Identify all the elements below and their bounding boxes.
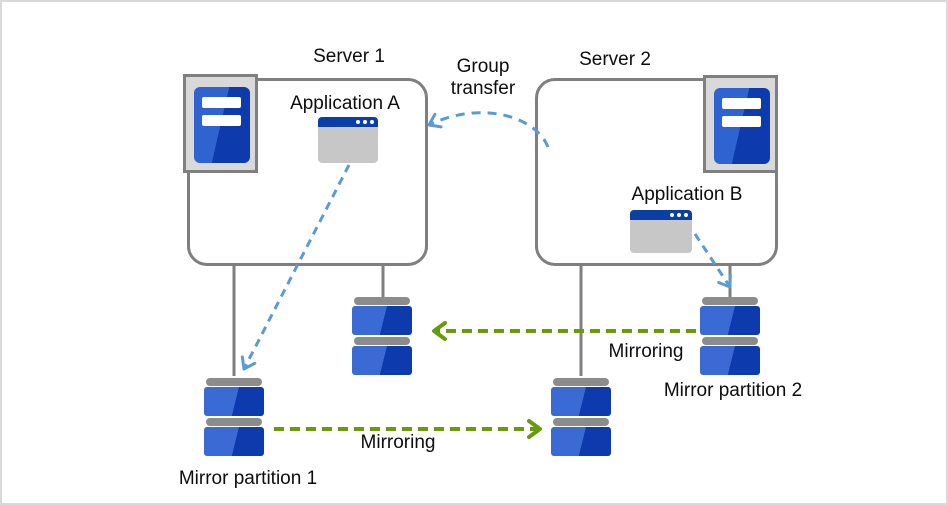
server-1-tower-icon — [183, 74, 258, 173]
titlebar-dot — [677, 213, 681, 217]
disk-platter — [352, 306, 412, 335]
mirroring-label-bottom: Mirroring — [360, 432, 436, 453]
disk-bar — [354, 337, 410, 345]
titlebar-dot — [684, 213, 688, 217]
app-window-titlebar — [630, 210, 692, 220]
server-tower-icon — [714, 88, 770, 164]
mirror-partition-1-disk — [204, 378, 264, 456]
app-window-titlebar — [318, 117, 378, 127]
disk-bar — [206, 378, 262, 386]
server-1-label: Server 1 — [313, 46, 385, 67]
server-2-label: Server 2 — [579, 49, 651, 70]
application-b-label: Application B — [631, 184, 743, 205]
server-drive-slot — [202, 115, 241, 126]
disk-stack-server1-right — [352, 297, 412, 375]
disk-bar — [206, 418, 262, 426]
group-transfer-line1: Group — [456, 56, 510, 77]
server-2-tower-icon — [703, 75, 778, 173]
server-drive-slot — [722, 116, 761, 127]
server-tower-icon — [194, 87, 250, 163]
application-b-icon — [630, 210, 692, 253]
disk-stack-server2-left — [551, 378, 611, 456]
mirror-partition-1-label: Mirror partition 1 — [178, 468, 318, 489]
mirror-partition-2-disk — [700, 297, 760, 375]
server-drive-slot — [722, 98, 761, 109]
mirroring-label-top: Mirroring — [608, 341, 684, 362]
group-transfer-line2: transfer — [450, 78, 516, 99]
application-a-icon — [318, 117, 378, 163]
disk-platter — [204, 427, 264, 456]
disk-platter — [551, 387, 611, 416]
disk-bar — [354, 297, 410, 305]
titlebar-dot — [363, 120, 367, 124]
server-drive-slot — [202, 97, 241, 108]
titlebar-dot — [370, 120, 374, 124]
disk-platter — [352, 346, 412, 375]
group-transfer-label: Group transfer — [451, 56, 515, 100]
titlebar-dot — [356, 120, 360, 124]
disk-platter — [204, 387, 264, 416]
disk-bar — [702, 337, 758, 345]
disk-bar — [553, 378, 609, 386]
group-transfer-arrow — [427, 111, 550, 148]
titlebar-dot — [670, 213, 674, 217]
mirror-partition-2-label: Mirror partition 2 — [663, 380, 803, 401]
disk-platter — [700, 346, 760, 375]
disk-platter — [700, 306, 760, 335]
disk-bar — [553, 418, 609, 426]
disk-platter — [551, 427, 611, 456]
disk-bar — [702, 297, 758, 305]
application-a-label: Application A — [290, 93, 400, 114]
